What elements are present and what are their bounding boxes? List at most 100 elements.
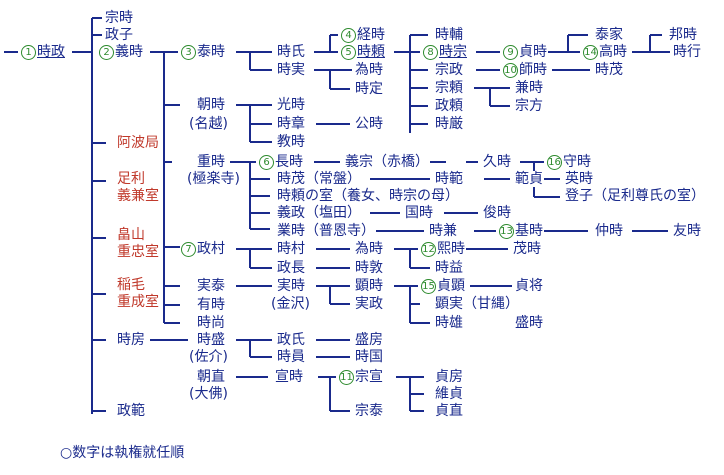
node-tokimori: 時盛: [196, 332, 226, 348]
node-tokiuji: 時氏: [276, 44, 306, 60]
node-moritoki2: 盛時: [514, 315, 544, 331]
node-tokio: 時雄: [434, 315, 464, 331]
node-tokizane: 時実: [276, 62, 306, 78]
node-masayori: 政頼: [434, 98, 464, 114]
person-name: 師時: [519, 62, 547, 78]
node-tokiyuki: 時行: [672, 44, 702, 60]
node-gokuraku: (極楽寺): [186, 171, 241, 187]
regent-order-badge: 8: [423, 45, 438, 60]
person-name-line2: 重成室: [117, 294, 159, 310]
node-yoshimasa: 義政（塩田）: [276, 205, 362, 221]
person-note-close: の室）: [663, 188, 705, 204]
regent-order-badge: 3: [181, 45, 196, 60]
node-akitoki: 顕時: [354, 278, 384, 294]
node-tokiyori-shitsu: 時頼の室（養女、時宗の母）: [276, 188, 460, 204]
node-shigetoki: 重時: [196, 154, 226, 170]
person-name: 時頼: [357, 44, 385, 60]
node-munekata: 宗方: [514, 98, 544, 114]
node-tomotoki2: 友時: [672, 223, 702, 239]
person-note-open: （: [593, 188, 607, 204]
regent-order-badge: 2: [99, 45, 114, 60]
spouse-name: 足利尊氏: [607, 188, 663, 204]
regent-order-badge: 7: [181, 242, 196, 257]
node-tokinori2: 時範: [434, 171, 464, 187]
regent-order-badge: 10: [503, 63, 518, 78]
node-masanaga: 政長: [276, 260, 306, 276]
person-name-line1: 畠山: [117, 227, 145, 243]
node-tokiaki: 時章: [276, 116, 306, 132]
node-tokifusa: 時房: [116, 332, 146, 348]
regent-order-badge: 12: [421, 242, 436, 257]
node-tomotoki: 朝時: [196, 97, 226, 113]
node-kunitoki: 邦時: [668, 27, 698, 43]
person-name: 貞顕: [437, 278, 465, 294]
node-tokinao: 時尚: [196, 315, 226, 331]
node-nobutoki: 宣時: [274, 369, 304, 385]
node-tokisuke: 時輔: [434, 27, 464, 43]
person-name: 時宗: [439, 44, 467, 60]
node-awa: 阿波局: [116, 135, 160, 151]
node-toshitoki: 俊時: [482, 205, 512, 221]
person-name: 政村: [197, 241, 225, 257]
node-tokimasu: 時益: [434, 260, 464, 276]
node-tokishige-j: 時茂（常盤）: [276, 171, 362, 187]
person-name-line2: 義兼室: [117, 188, 159, 204]
node-tokiatsu: 時敦: [354, 260, 384, 276]
node-sasuke: (佐介): [188, 349, 229, 365]
node-tokikane: 時兼: [428, 223, 458, 239]
node-tametoki: 為時: [354, 241, 384, 257]
regent-order-badge: 1: [21, 45, 36, 60]
node-hisatoki: 久時: [482, 154, 512, 170]
node-tokimura: 時村: [276, 241, 306, 257]
regent-order-badge: 11: [339, 370, 354, 385]
node-naritoki: 業時（普恩寺）: [276, 223, 376, 239]
person-note: （養女、時宗の母）: [333, 188, 459, 204]
node-akizane: 顕実（甘縄）: [434, 296, 520, 312]
regent-order-badge: 4: [341, 28, 356, 43]
node-koresada: 維貞: [434, 386, 464, 402]
person-name: 義時: [115, 44, 143, 60]
node-inage: 稲毛重成室: [116, 277, 160, 311]
person-name-line1: 稲毛: [117, 277, 145, 293]
node-mitsutoki: 光時: [276, 97, 306, 113]
regent-order-badge: 6: [259, 155, 274, 170]
node-eiji: 英時: [564, 171, 594, 187]
person-name: 貞時: [519, 44, 547, 60]
node-norisada: 範貞: [514, 171, 544, 187]
legend-note: ○数字は執権就任順: [60, 445, 185, 461]
node-shigetoki2: 茂時: [512, 241, 542, 257]
regent-order-badge: 14: [583, 45, 598, 60]
node-tokikazu: 時員: [276, 349, 306, 365]
node-morifusa: 盛房: [354, 332, 384, 348]
regent-order-badge: 16: [547, 155, 562, 170]
node-munetoki: 宗時: [104, 10, 134, 26]
node-sanetoki: 実時: [276, 278, 306, 294]
node-yoshimune: 義宗（赤橋）: [344, 154, 430, 170]
person-name: 泰時: [197, 44, 225, 60]
node-daibutsu: (大佛): [188, 386, 229, 402]
node-nakatoki: 仲時: [594, 223, 624, 239]
node-kanetoki: 兼時: [514, 80, 544, 96]
node-tokinori: 時厳: [434, 116, 464, 132]
person-name: 時頼の室: [277, 188, 333, 204]
regent-order-badge: 13: [499, 224, 514, 239]
node-saneyasu: 実泰: [196, 278, 226, 294]
node-hatakeyama: 畠山重忠室: [116, 227, 160, 261]
node-masanori: 政範: [116, 403, 146, 419]
node-muneyori: 宗頼: [434, 80, 464, 96]
person-name: 経時: [357, 27, 385, 43]
